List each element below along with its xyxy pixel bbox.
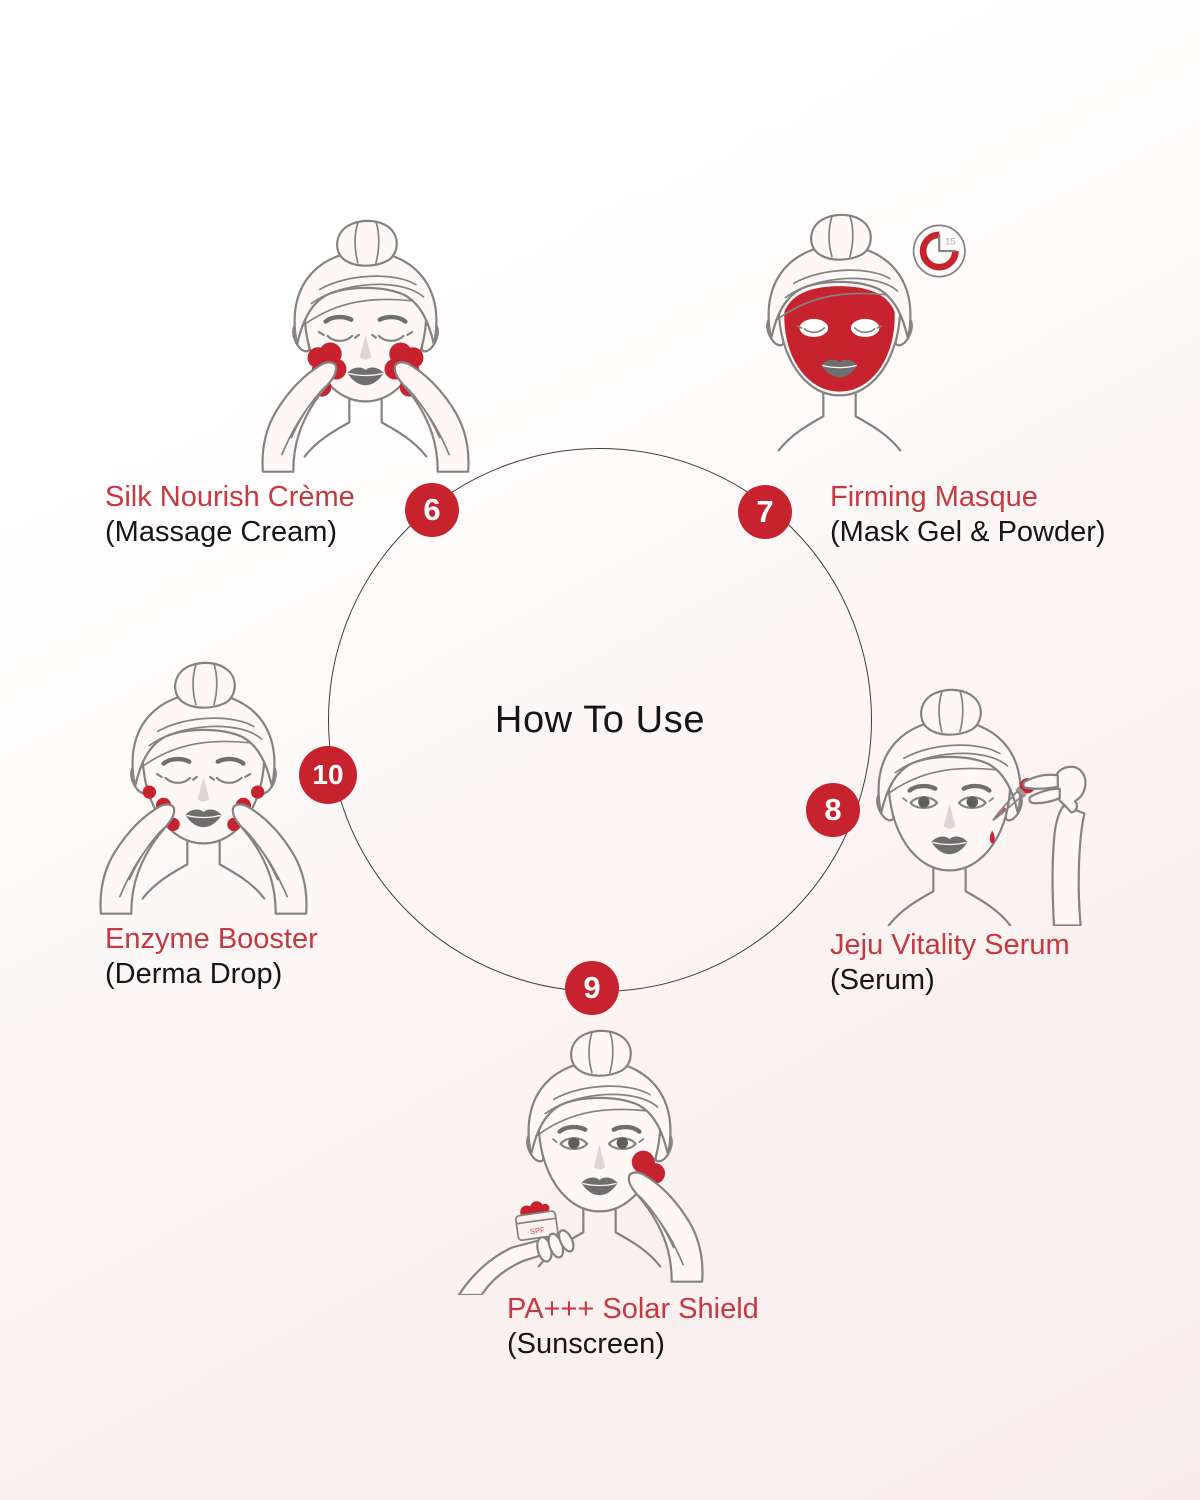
left-hand (261, 361, 338, 473)
product-type: (Sunscreen) (507, 1328, 665, 1360)
clock-icon: 15 (912, 224, 966, 278)
product-name: Jeju Vitality Serum (830, 929, 1070, 961)
product-name: Silk Nourish Crème (105, 481, 355, 513)
illustration-red-mask-face: 15 (766, 213, 966, 452)
illustration-massage-cream-face (261, 219, 489, 473)
product-type: (Derma Drop) (105, 958, 283, 990)
step-label-6: Silk Nourish Crème (Massage Cream) (105, 480, 355, 550)
step-badge-8: 8 (806, 783, 860, 837)
badge-number: 10 (312, 759, 344, 790)
product-type: (Massage Cream) (105, 516, 338, 548)
product-name: Firming Masque (830, 481, 1038, 513)
illustration-serum-dropper-face (876, 688, 1087, 926)
jar-hand (457, 1229, 575, 1295)
applying-hand (629, 1172, 703, 1281)
dropper-hand (1022, 765, 1087, 926)
illustration-derma-drop-face (99, 661, 327, 915)
serum-drop (989, 830, 995, 844)
right-hand (395, 362, 469, 471)
step-label-10: Enzyme Booster (Derma Drop) (105, 922, 318, 992)
left-hand (99, 803, 176, 915)
step-badge-6: 6 (405, 483, 459, 537)
step-label-7: Firming Masque (Mask Gel & Powder) (830, 480, 1106, 550)
page-title: How To Use (494, 698, 706, 741)
badge-number: 7 (756, 494, 774, 529)
mask-eye-patches (796, 318, 883, 337)
badge-number: 6 (423, 492, 441, 527)
step-badge-9: 9 (565, 961, 619, 1015)
right-hand (233, 804, 307, 913)
face-mask (784, 286, 895, 392)
svg-text:SPF: SPF (529, 1225, 545, 1236)
product-type: (Mask Gel & Powder) (830, 516, 1106, 548)
step-badge-10: 10 (299, 746, 357, 804)
badge-number: 9 (583, 970, 601, 1005)
step-label-8: Jeju Vitality Serum (Serum) (830, 928, 1070, 998)
svg-text:15: 15 (945, 236, 956, 247)
product-name: Enzyme Booster (105, 923, 318, 955)
jar-icon: SPF (514, 1201, 559, 1242)
product-type: (Serum) (830, 964, 935, 996)
step-badge-7: 7 (738, 485, 792, 539)
product-name: PA+++ Solar Shield (507, 1293, 759, 1325)
badge-number: 8 (824, 792, 842, 827)
illustration-sunscreen-jar-face: SPF (457, 1029, 742, 1295)
step-label-9: PA+++ Solar Shield (Sunscreen) (507, 1292, 759, 1362)
mask-lips (821, 359, 858, 378)
